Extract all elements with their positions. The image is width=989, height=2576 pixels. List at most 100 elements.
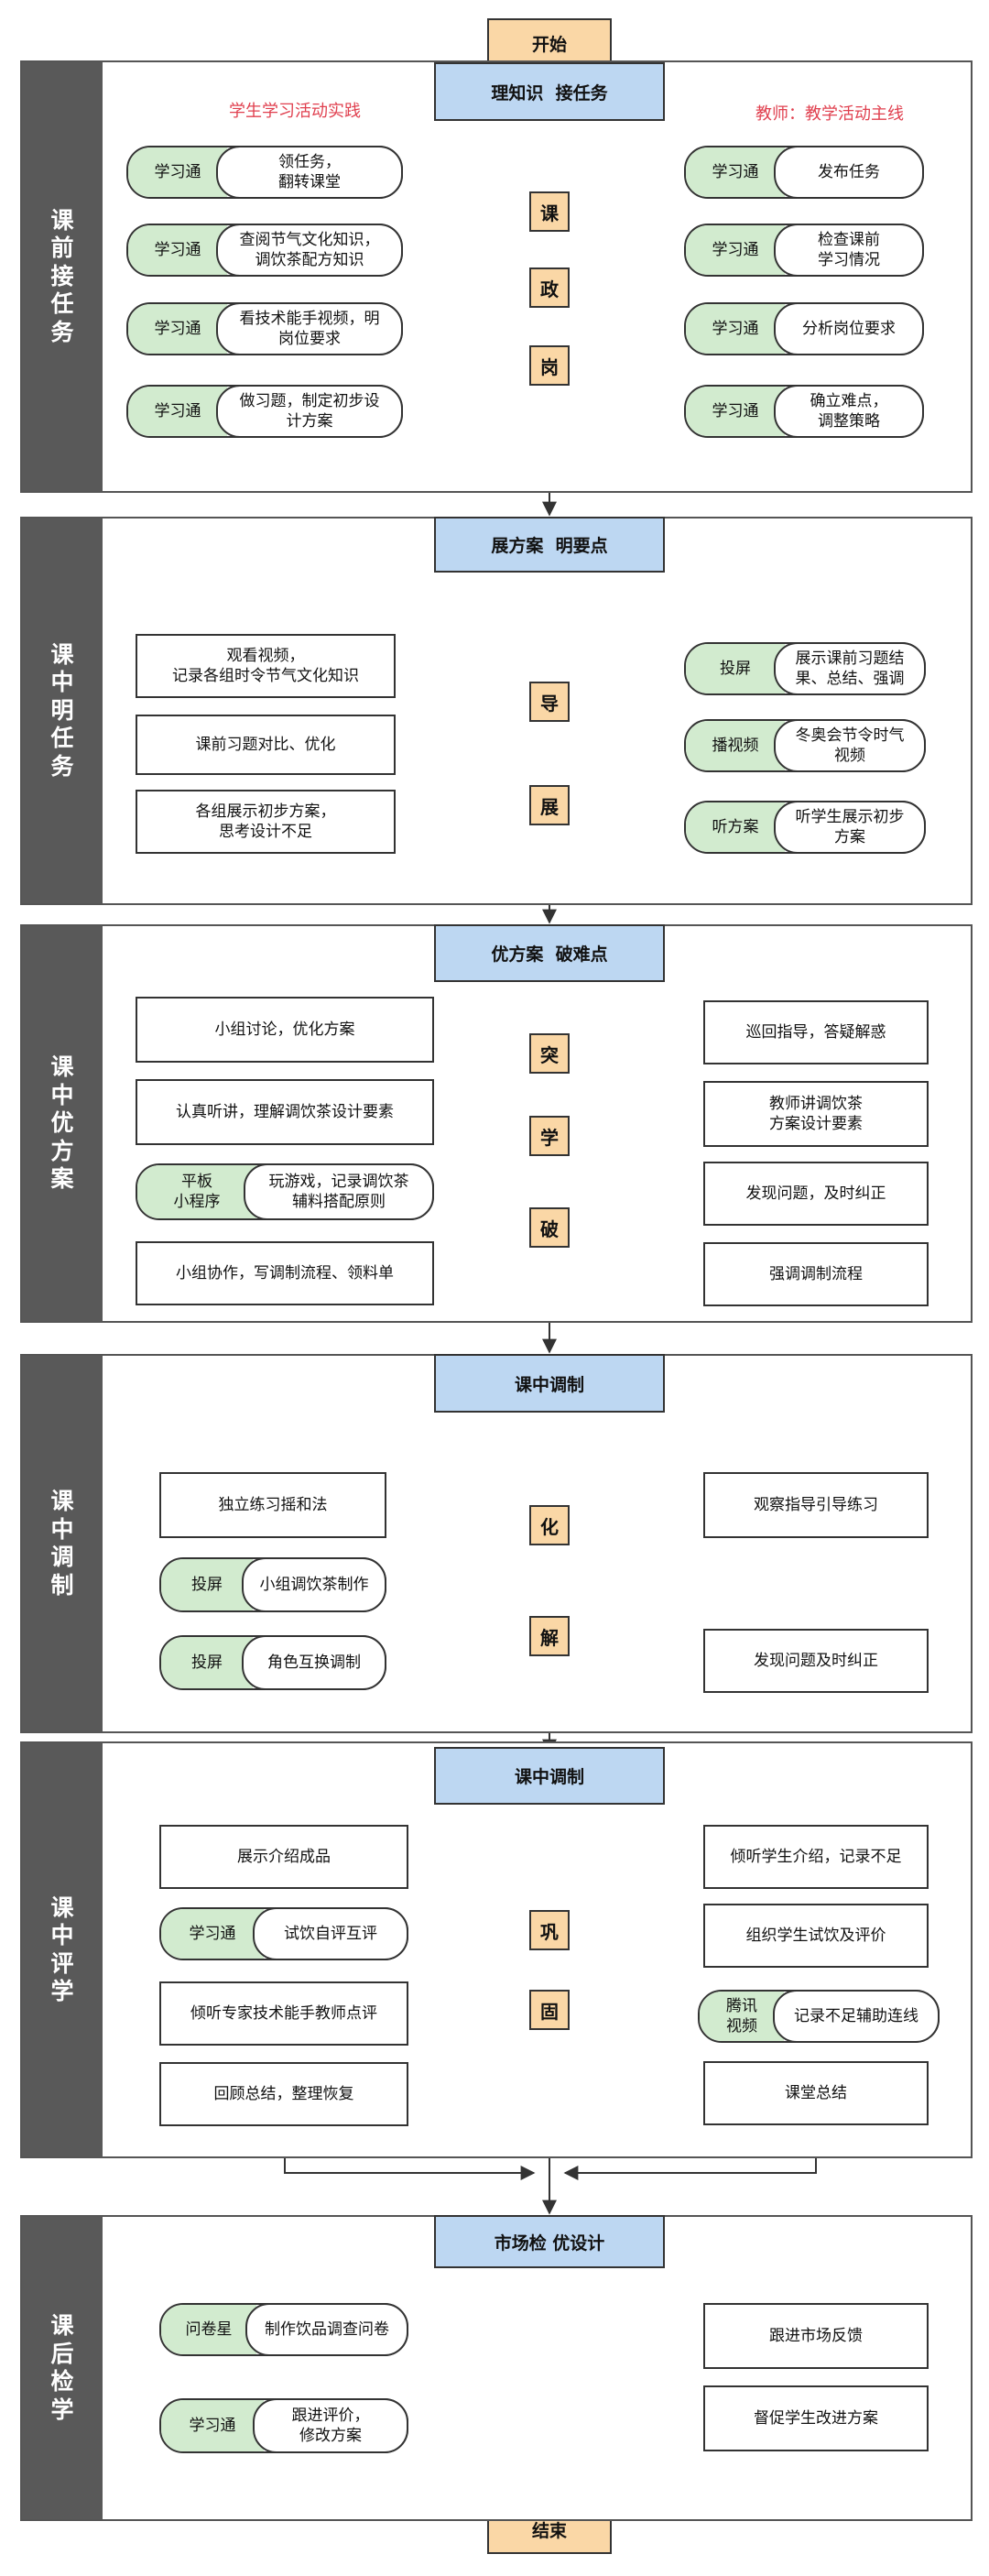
activity-box: 倾听专家技术能手教师点评 (159, 1981, 408, 2046)
activity-text: 试饮自评互评 (253, 1907, 408, 1960)
activity-text: 听学生展示初步 方案 (774, 801, 926, 854)
activity-box: 督促学生改进方案 (703, 2385, 929, 2451)
activity-text: 看技术能手视频，明 岗位要求 (216, 302, 403, 355)
activity-pill: 学习通 做习题，制定初步设 计方案 (126, 385, 403, 438)
activity-box: 巡回指导，答疑解惑 (703, 1000, 929, 1064)
activity-pill: 投屏 角色互换调制 (159, 1635, 386, 1690)
activity-pill: 学习通 分析岗位要求 (684, 302, 924, 355)
tool-tag: 学习通 (161, 1909, 264, 1959)
section-band-2: 课中明任务 (22, 518, 103, 903)
activity-text: 冬奥会节令时气 视频 (774, 719, 926, 772)
section-band-5: 课中评学 (22, 1743, 103, 2156)
activity-text: 检查课前 学习情况 (774, 224, 924, 277)
tool-tag: 学习通 (128, 387, 227, 436)
tool-tag: 听方案 (686, 802, 785, 852)
activity-box: 观看视频， 记录各组时令节气文化知识 (136, 634, 396, 698)
mid-node: 岗 (529, 345, 570, 386)
activity-text: 跟进评价， 修改方案 (253, 2398, 408, 2453)
activity-box: 回顾总结，整理恢复 (159, 2062, 408, 2126)
activity-pill: 学习通 试饮自评互评 (159, 1907, 408, 1960)
activity-box: 组织学生试饮及评价 (703, 1904, 929, 1968)
tool-tag: 播视频 (686, 721, 785, 770)
activity-pill: 听方案 听学生展示初步 方案 (684, 801, 926, 854)
activity-pill: 问卷星 制作饮品调查问卷 (159, 2303, 408, 2356)
activity-text: 玩游戏，记录调饮茶 辅料搭配原则 (244, 1163, 434, 1220)
activity-box: 认真听讲，理解调饮茶设计要素 (136, 1079, 434, 1145)
activity-pill: 学习通 检查课前 学习情况 (684, 224, 924, 277)
activity-pill: 学习通 查阅节气文化知识， 调饮茶配方知识 (126, 224, 403, 277)
student-activity-label: 学生学习活动实践 (229, 102, 361, 121)
activity-box: 发现问题，及时纠正 (703, 1162, 929, 1226)
mid-node: 课 (529, 191, 570, 232)
activity-text: 制作饮品调查问卷 (245, 2303, 408, 2356)
activity-pill: 学习通 看技术能手视频，明 岗位要求 (126, 302, 403, 355)
activity-pill: 学习通 领任务， 翻转课堂 (126, 146, 403, 199)
section-header-1: 理知识 接任务 (434, 62, 665, 121)
activity-pill: 平板 小程序 玩游戏，记录调饮茶 辅料搭配原则 (136, 1163, 434, 1220)
activity-box: 独立练习摇和法 (159, 1472, 386, 1538)
activity-pill: 学习通 发布任务 (684, 146, 924, 199)
tool-tag: 投屏 (686, 644, 785, 693)
mid-node: 化 (529, 1505, 570, 1545)
tool-tag: 学习通 (128, 225, 227, 275)
tool-tag: 平板 小程序 (137, 1165, 256, 1218)
tool-tag: 学习通 (128, 147, 227, 197)
activity-box: 课前习题对比、优化 (136, 715, 396, 775)
mid-node: 导 (529, 682, 570, 722)
activity-pill: 投屏 小组调饮茶制作 (159, 1557, 386, 1612)
section-band-3: 课中优方案 (22, 926, 103, 1321)
activity-text: 记录不足辅助连线 (773, 1990, 940, 2043)
activity-text: 角色互换调制 (242, 1635, 386, 1690)
activity-box: 强调调制流程 (703, 1242, 929, 1306)
activity-box: 展示介绍成品 (159, 1825, 408, 1889)
section-band-label: 课前接任务 (50, 206, 74, 345)
tool-tag: 学习通 (686, 147, 785, 197)
section-band-label: 课中明任务 (50, 640, 74, 780)
mid-node: 解 (529, 1616, 570, 1656)
activity-box: 各组展示初步方案， 思考设计不足 (136, 790, 396, 854)
section-band-label: 课中调制 (50, 1488, 74, 1599)
activity-box: 发现问题及时纠正 (703, 1629, 929, 1693)
section-band-label: 课后检学 (50, 2312, 74, 2423)
activity-text: 领任务， 翻转课堂 (216, 146, 403, 199)
activity-text: 做习题，制定初步设 计方案 (216, 385, 403, 438)
mid-node: 固 (529, 1990, 570, 2030)
activity-text: 查阅节气文化知识， 调饮茶配方知识 (216, 224, 403, 277)
activity-box: 教师讲调饮茶 方案设计要素 (703, 1081, 929, 1147)
activity-pill: 播视频 冬奥会节令时气 视频 (684, 719, 926, 772)
activity-box: 观察指导引导练习 (703, 1472, 929, 1538)
tool-tag: 学习通 (161, 2400, 264, 2451)
activity-text: 小组调饮茶制作 (242, 1557, 386, 1612)
activity-box: 课堂总结 (703, 2061, 929, 2125)
mid-node: 突 (529, 1033, 570, 1074)
section-band-6: 课后检学 (22, 2217, 103, 2519)
mid-node: 学 (529, 1116, 570, 1156)
tool-tag: 腾讯 视频 (700, 1992, 784, 2041)
activity-box: 倾听学生介绍，记录不足 (703, 1825, 929, 1889)
mid-node: 巩 (529, 1910, 570, 1950)
section-header-4: 课中调制 (434, 1354, 665, 1413)
section-band-1: 课前接任务 (22, 62, 103, 491)
tool-tag: 学习通 (686, 387, 785, 436)
activity-pill: 投屏 展示课前习题结 果、总结、强调 (684, 642, 926, 695)
section-header-2: 展方案 明要点 (434, 517, 665, 573)
activity-box: 跟进市场反馈 (703, 2303, 929, 2369)
mid-node: 政 (529, 267, 570, 308)
section-header-5: 课中调制 (434, 1747, 665, 1805)
activity-text: 展示课前习题结 果、总结、强调 (774, 642, 926, 695)
section-header-3: 优方案 破难点 (434, 924, 665, 982)
activity-box: 小组协作，写调制流程、领料单 (136, 1241, 434, 1305)
activity-text: 发布任务 (774, 146, 924, 199)
tool-tag: 学习通 (128, 304, 227, 354)
tool-tag: 学习通 (686, 225, 785, 275)
section-band-4: 课中调制 (22, 1356, 103, 1731)
activity-text: 分析岗位要求 (774, 302, 924, 355)
tool-tag: 学习通 (686, 304, 785, 354)
section-band-label: 课中评学 (50, 1894, 74, 2005)
mid-node: 展 (529, 785, 570, 825)
teacher-activity-label: 教师：教学活动主线 (755, 104, 904, 124)
tool-tag: 投屏 (161, 1559, 253, 1610)
mid-node: 破 (529, 1207, 570, 1248)
tool-tag: 投屏 (161, 1637, 253, 1688)
activity-pill: 学习通 确立难点， 调整策略 (684, 385, 924, 438)
